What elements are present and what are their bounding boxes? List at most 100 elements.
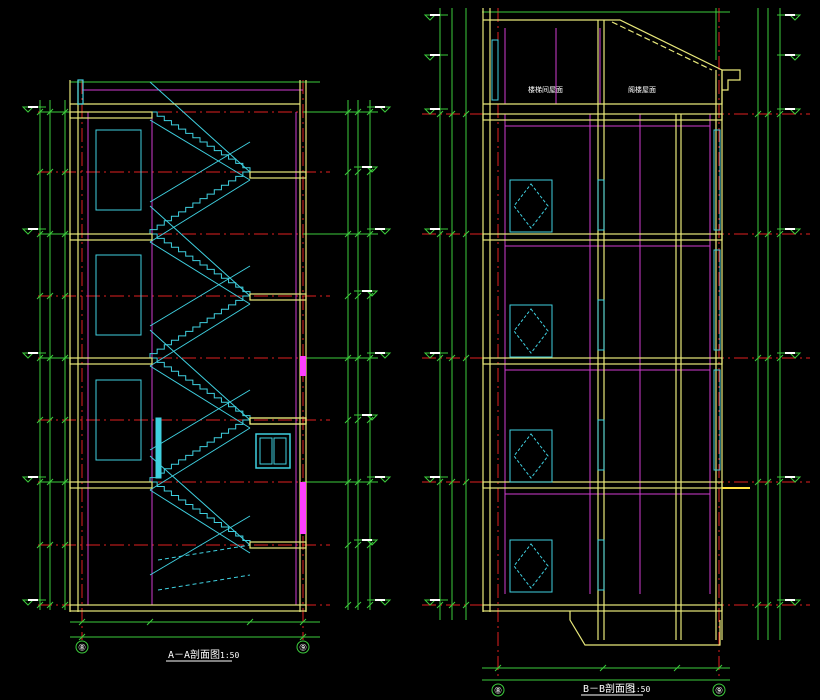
landing-slab bbox=[249, 293, 307, 301]
stair-flights bbox=[149, 81, 251, 591]
dimension-tick bbox=[366, 541, 374, 549]
parapet-cap bbox=[77, 79, 84, 105]
dimension-tick bbox=[366, 416, 374, 424]
dimension-tick bbox=[146, 618, 154, 626]
dimension-tick bbox=[448, 601, 456, 609]
floor-slab bbox=[69, 357, 153, 365]
glazing-strip bbox=[597, 299, 605, 351]
dimension-tick bbox=[448, 110, 456, 118]
dimension-tick bbox=[764, 601, 772, 609]
door-diagonal-icon bbox=[513, 183, 549, 229]
dimension-tick bbox=[344, 168, 352, 176]
dimension-tick bbox=[46, 168, 54, 176]
dimension-tick bbox=[764, 110, 772, 118]
dimension-tick bbox=[61, 292, 69, 300]
door-diagonal-icon bbox=[513, 433, 549, 479]
section-a-a: ⑧ ⑨ A－A剖面图 1:50 bbox=[21, 79, 392, 662]
dimension-tick bbox=[36, 541, 44, 549]
stair-stringer bbox=[149, 489, 251, 554]
dimension-tick bbox=[494, 664, 502, 672]
section-b-axis-left-bubble: ⑧ bbox=[491, 683, 505, 697]
hatched-column-icon bbox=[300, 356, 306, 534]
section-a-scale: 1:50 bbox=[220, 651, 239, 660]
dimension-tick bbox=[78, 633, 86, 641]
door-frame bbox=[509, 429, 553, 483]
dimension-tick bbox=[599, 664, 607, 672]
dimension-tick bbox=[436, 110, 444, 118]
stair-flight bbox=[149, 295, 250, 358]
room-label-attic-roof: 阁楼屋面 bbox=[628, 85, 656, 94]
dimension-tick bbox=[344, 292, 352, 300]
stair-railing bbox=[149, 329, 251, 421]
door-diagonal-icon bbox=[513, 543, 549, 589]
roof-slope-dashed bbox=[611, 21, 713, 71]
dimension-tick bbox=[78, 618, 86, 626]
stair-railing-dashed bbox=[157, 574, 251, 591]
dimension-tick bbox=[354, 416, 362, 424]
section-a-title: A－A剖面图 bbox=[168, 648, 220, 661]
dimension-tick bbox=[36, 601, 44, 609]
section-b-scale: 1:50 bbox=[631, 685, 650, 694]
window-opening bbox=[95, 379, 142, 461]
dimension-tick bbox=[754, 478, 762, 486]
stair-flight bbox=[150, 357, 251, 420]
dimension-tick bbox=[366, 601, 374, 609]
walls-and-slabs bbox=[69, 79, 307, 612]
dimension-tick bbox=[61, 416, 69, 424]
dimension-tick bbox=[344, 416, 352, 424]
stair-railing bbox=[149, 389, 251, 451]
glazing-strip bbox=[713, 369, 721, 471]
dimension-tick bbox=[354, 541, 362, 549]
stair-flight bbox=[150, 233, 251, 296]
foundation-step bbox=[569, 611, 721, 646]
section-a-axis-left-label: ⑧ bbox=[78, 644, 86, 654]
dimension-tick bbox=[36, 168, 44, 176]
door-frame bbox=[509, 179, 553, 233]
floor-slab bbox=[69, 233, 153, 241]
stair-stringer bbox=[149, 303, 251, 367]
landing-slab bbox=[249, 541, 307, 549]
dimension-lines bbox=[436, 8, 784, 681]
dimension-tick bbox=[776, 230, 784, 238]
dimension-tick bbox=[344, 541, 352, 549]
dimension-tick bbox=[448, 478, 456, 486]
dimension-tick bbox=[448, 354, 456, 362]
dimension-tick bbox=[354, 292, 362, 300]
stair-stringer bbox=[149, 427, 251, 491]
glazing-strip bbox=[597, 179, 605, 231]
dimension-tick bbox=[754, 230, 762, 238]
stair-railing bbox=[149, 81, 251, 173]
ground-slab bbox=[482, 604, 723, 612]
dimension-tick bbox=[299, 633, 307, 641]
stair-stringer bbox=[149, 365, 251, 429]
stair-railing bbox=[149, 265, 251, 327]
glazing-strip bbox=[491, 39, 499, 101]
glazing-strip bbox=[713, 249, 721, 351]
landing-slab bbox=[249, 417, 307, 425]
dimension-tick bbox=[436, 601, 444, 609]
dimension-tick bbox=[61, 168, 69, 176]
dimension-tick bbox=[436, 230, 444, 238]
stair-railing bbox=[149, 205, 251, 297]
room-outlines bbox=[82, 89, 303, 605]
floor-slab bbox=[482, 357, 723, 365]
section-a-axis-right-label: ⑨ bbox=[299, 644, 307, 654]
roof-outline bbox=[483, 19, 723, 105]
dimension-tick bbox=[46, 541, 54, 549]
section-b-axis-right-bubble: ⑨ bbox=[712, 683, 726, 697]
dimension-tick bbox=[354, 601, 362, 609]
dimension-tick bbox=[754, 110, 762, 118]
dimension-tick bbox=[344, 601, 352, 609]
floor-slab bbox=[482, 113, 723, 121]
dimension-tick bbox=[46, 416, 54, 424]
glazing-strip bbox=[597, 419, 605, 471]
dimension-tick bbox=[462, 110, 470, 118]
dimension-tick bbox=[299, 618, 307, 626]
landing-slab bbox=[249, 171, 307, 179]
glazing-strip bbox=[713, 129, 721, 231]
dimension-tick bbox=[246, 618, 254, 626]
dimension-tick bbox=[354, 168, 362, 176]
window-opening bbox=[95, 254, 142, 336]
dimension-tick bbox=[366, 292, 374, 300]
